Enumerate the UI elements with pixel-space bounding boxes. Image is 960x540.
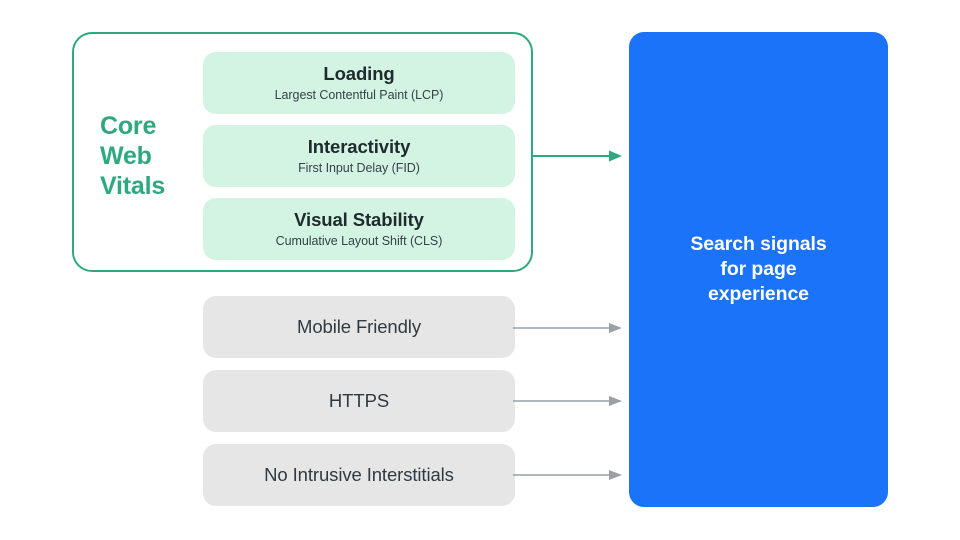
core-web-vitals-group (72, 32, 533, 272)
core-web-vitals-label-line-3: Vitals (100, 172, 166, 200)
metric-subtitle: Cumulative Layout Shift (CLS) (275, 234, 443, 248)
signal-card-mobile-friendly[interactable]: Mobile Friendly (203, 296, 515, 358)
signal-title: Mobile Friendly (297, 316, 421, 337)
metric-card-loading[interactable]: Loading Largest Contentful Paint (LCP) (203, 52, 515, 114)
signal-title: No Intrusive Interstitials (264, 464, 454, 485)
arrow-https-to-outcome (513, 394, 623, 408)
signal-card-no-intrusive-interstitials[interactable]: No Intrusive Interstitials (203, 444, 515, 506)
metric-title: Loading (323, 63, 395, 84)
metric-subtitle: First Input Delay (FID) (298, 161, 420, 175)
metric-card-interactivity[interactable]: Interactivity First Input Delay (FID) (203, 125, 515, 187)
arrow-no-intrusive-interstitials-to-outcome (513, 468, 623, 482)
metric-title: Visual Stability (294, 209, 424, 230)
metric-subtitle: Largest Contentful Paint (LCP) (274, 88, 444, 102)
metric-card-visual-stability[interactable]: Visual Stability Cumulative Layout Shift… (203, 198, 515, 260)
core-web-vitals-label-line-2: Web (100, 142, 152, 170)
arrow-mobile-friendly-to-outcome (513, 321, 623, 335)
core-web-vitals-label-line-1: Core (100, 112, 157, 140)
signal-card-https[interactable]: HTTPS (203, 370, 515, 432)
metric-title: Interactivity (307, 136, 411, 157)
core-web-vitals-label: Core Web Vitals (100, 111, 196, 201)
signal-title: HTTPS (328, 390, 390, 411)
arrow-core-web-vitals-to-outcome (531, 149, 623, 163)
outcome-panel-text: Search signals for page experience (690, 233, 827, 305)
outcome-panel-search-signals[interactable]: Search signals for page experience (629, 32, 888, 507)
